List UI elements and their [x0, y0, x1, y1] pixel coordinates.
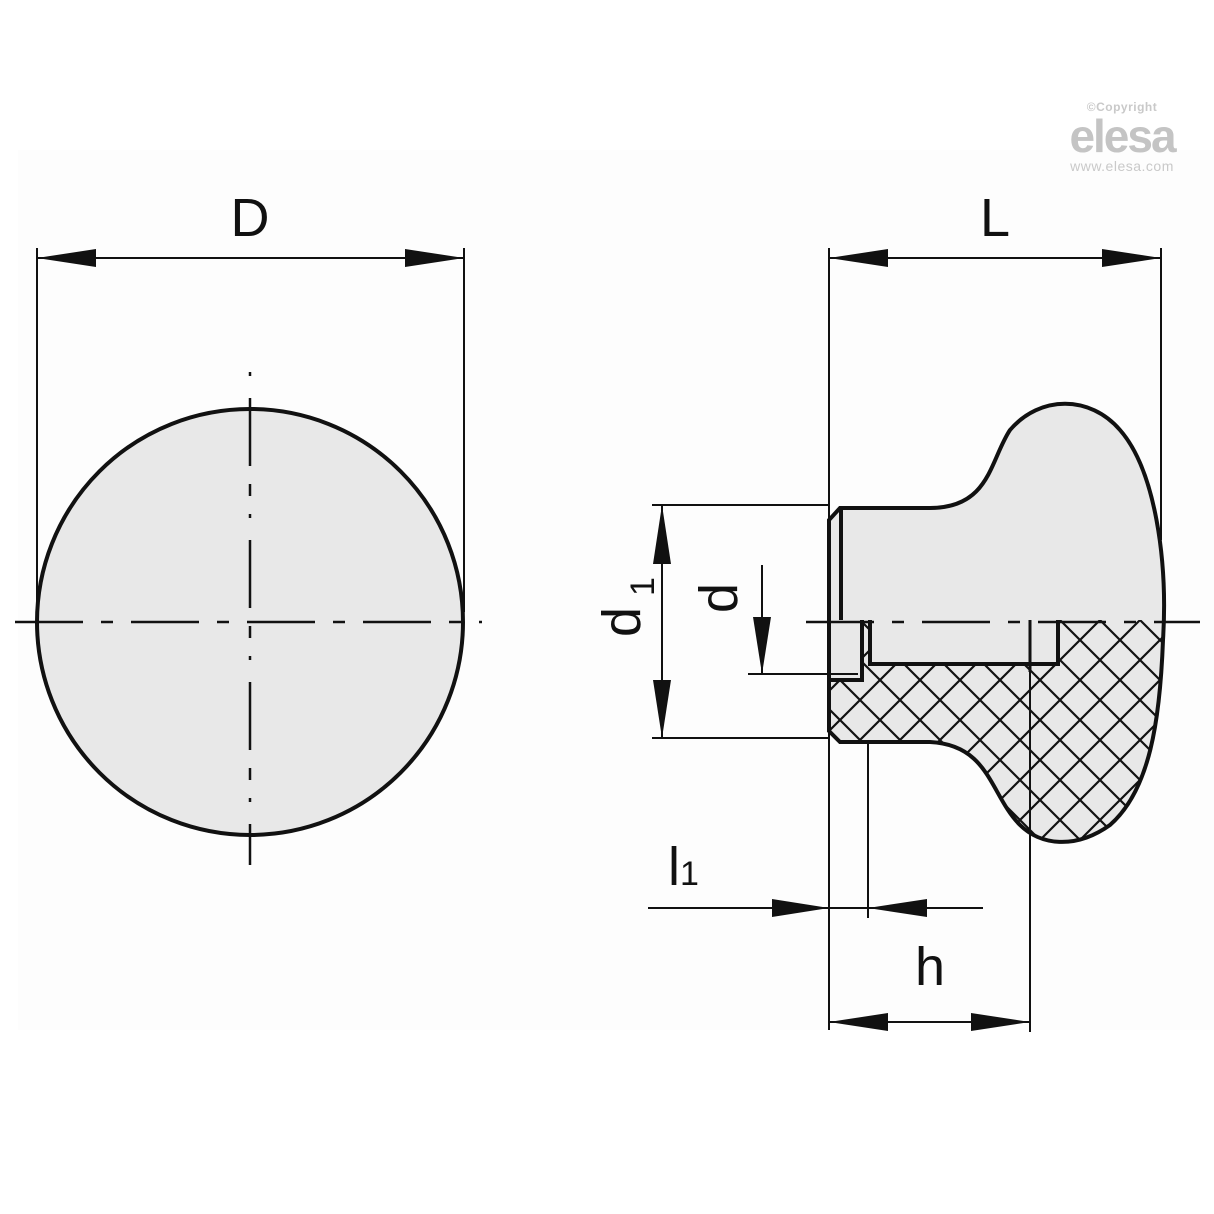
arrowhead-right-icon — [1102, 249, 1161, 267]
arrowhead-down-icon — [653, 680, 671, 738]
knob-outline — [827, 401, 1167, 844]
label-D: D — [231, 188, 270, 248]
label-l1: l 1 — [668, 837, 699, 897]
svg-text:l: l — [668, 837, 680, 897]
front-view — [15, 248, 482, 865]
arrowhead-left-icon — [868, 899, 927, 917]
svg-text:d: d — [592, 607, 652, 637]
arrowhead-right-icon — [405, 249, 464, 267]
arrowhead-up-icon — [653, 505, 671, 564]
label-h: h — [915, 937, 945, 997]
section-hatching — [829, 620, 1163, 842]
brand-url: www.elesa.com — [1070, 158, 1174, 174]
arrowhead-left-icon — [37, 249, 96, 267]
label-L: L — [980, 188, 1010, 248]
brand-logo: elesa — [1069, 110, 1176, 162]
copyright-text: ©Copyright — [1086, 100, 1158, 114]
side-section-view — [648, 248, 1200, 1032]
arrowhead-right-icon — [772, 899, 829, 917]
arrowhead-down-icon — [753, 617, 771, 674]
arrowhead-right-icon — [971, 1013, 1030, 1031]
label-d: d — [689, 583, 749, 613]
arrowhead-left-icon — [829, 249, 888, 267]
elesa-watermark: ©Copyright elesa www.elesa.com — [1042, 100, 1202, 174]
svg-text:d: d — [689, 583, 749, 613]
svg-text:1: 1 — [624, 577, 662, 596]
arrowhead-left-icon — [829, 1013, 888, 1031]
bore-profile — [868, 620, 1060, 666]
label-d1: d 1 — [592, 577, 662, 637]
svg-text:1: 1 — [680, 855, 699, 893]
bore-step — [829, 620, 864, 682]
